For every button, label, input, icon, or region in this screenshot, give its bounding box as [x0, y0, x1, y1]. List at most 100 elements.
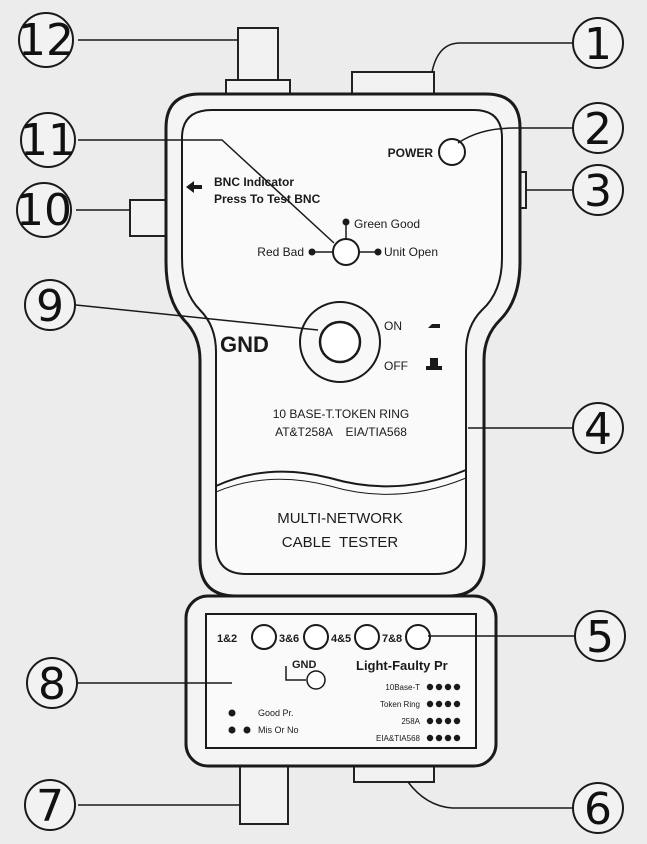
pair-led-4	[405, 624, 431, 650]
callout-number-4: 4	[584, 404, 612, 455]
callout-circle-9	[24, 279, 76, 331]
red-bad-label: Red Bad	[257, 245, 304, 259]
faceplate-wave-line	[215, 469, 467, 488]
callout-circle-4	[572, 402, 624, 454]
pair-led-3	[354, 624, 380, 650]
red-bad-dot	[308, 248, 316, 256]
unit-open-dot	[374, 248, 382, 256]
callout-circle-8	[26, 657, 78, 709]
remote-gnd-led	[306, 670, 326, 690]
product-name-line-2: CABLE TESTER	[282, 534, 399, 551]
gnd-label: GND	[220, 332, 269, 357]
pair-label-1: 1&2	[217, 633, 237, 645]
callout-circle-6	[572, 782, 624, 834]
leader-6	[407, 781, 572, 809]
legend-dot	[444, 717, 452, 725]
side-bnc-connector	[129, 199, 167, 237]
mis-or-no-dot-2	[243, 726, 251, 734]
legend-dot	[444, 734, 452, 742]
callout-number-3: 3	[584, 166, 612, 217]
pair-label-2: 3&6	[279, 633, 299, 645]
remote-gnd-label: GND	[292, 659, 317, 671]
product-name-line-1: MULTI-NETWORK	[277, 510, 403, 527]
pair-led-1	[251, 624, 277, 650]
callout-number-6: 6	[584, 784, 612, 835]
switch-up-icon	[428, 324, 440, 328]
faceplate-wave-line-2	[215, 477, 467, 495]
leader-9	[75, 304, 319, 331]
pair-led-2	[303, 624, 329, 650]
callout-circle-12	[18, 12, 74, 68]
standard-label-3: 258A	[401, 717, 420, 726]
power-switch-button[interactable]	[318, 320, 362, 364]
pair-label-3: 4&5	[331, 633, 351, 645]
legend-dot	[453, 717, 461, 725]
standard-label-1: 10Base-T	[385, 683, 420, 692]
good-pr-label: Good Pr.	[258, 708, 294, 718]
legend-dot	[426, 700, 434, 708]
standard-label-2: Token Ring	[380, 700, 420, 709]
callout-circle-10	[16, 182, 72, 238]
legend-dot	[444, 700, 452, 708]
legend-dot	[453, 700, 461, 708]
bnc-indicator-label: BNC Indicator	[214, 175, 294, 189]
power-led	[438, 138, 466, 166]
legend-dot-matrix	[426, 683, 461, 742]
callout-circle-3	[572, 164, 624, 216]
on-label: ON	[384, 319, 402, 333]
standards-line-1: 10 BASE-T.TOKEN RING	[273, 407, 409, 421]
leader-lines	[75, 39, 574, 809]
green-good-dot	[342, 218, 350, 226]
callout-number-2: 2	[584, 104, 612, 155]
callout-number-1: 1	[584, 19, 612, 70]
standards-line-2: AT&T258A EIA/TIA568	[275, 425, 407, 439]
legend-dot	[426, 683, 434, 691]
callout-circle-7	[24, 779, 76, 831]
callout-number-9: 9	[36, 281, 64, 332]
top-left-connector-base	[225, 79, 291, 95]
legend-dot	[435, 700, 443, 708]
gnd-bracket	[285, 666, 306, 681]
press-to-test-label: Press To Test BNC	[214, 192, 321, 206]
left-arrow-icon	[186, 181, 202, 193]
good-pr-dot	[228, 709, 236, 717]
legend-title: Light-Faulty Pr	[356, 658, 448, 673]
legend-dot	[426, 717, 434, 725]
leader-11	[78, 139, 335, 244]
legend-dot	[435, 683, 443, 691]
green-good-label: Green Good	[354, 217, 420, 231]
off-label: OFF	[384, 359, 408, 373]
callout-circle-1	[572, 17, 624, 69]
legend-dot	[444, 683, 452, 691]
unit-open-label: Unit Open	[384, 245, 438, 259]
callout-circle-5	[574, 610, 626, 662]
bottom-bnc-connector	[239, 761, 289, 825]
callout-circle-11	[20, 112, 76, 168]
callout-number-8: 8	[38, 659, 66, 710]
top-left-bnc-connector	[237, 27, 279, 87]
legend-dot	[453, 734, 461, 742]
legend-dot	[435, 734, 443, 742]
callout-markers: 1 2 3 4 5 6 7 8 9 10 11 12	[16, 12, 626, 835]
callout-number-7: 7	[36, 781, 64, 832]
callout-number-10: 10	[16, 185, 72, 236]
callout-number-11: 11	[20, 115, 76, 166]
pair-label-4: 7&8	[382, 633, 402, 645]
standard-label-4: EIA&TIA568	[376, 734, 421, 743]
legend-dot	[435, 717, 443, 725]
legend-dot	[453, 683, 461, 691]
power-label: POWER	[388, 146, 434, 160]
leader-1	[431, 42, 572, 73]
switch-down-icon	[426, 358, 442, 370]
mis-or-no-label: Mis Or No	[258, 725, 299, 735]
top-right-rj45-port	[351, 71, 435, 95]
leader-2	[457, 127, 572, 144]
callout-number-5: 5	[586, 612, 614, 663]
legend-dot	[426, 734, 434, 742]
callout-circle-2	[572, 102, 624, 154]
bnc-test-led[interactable]	[332, 238, 360, 266]
callout-number-12: 12	[18, 15, 74, 66]
mis-or-no-dot-1	[228, 726, 236, 734]
